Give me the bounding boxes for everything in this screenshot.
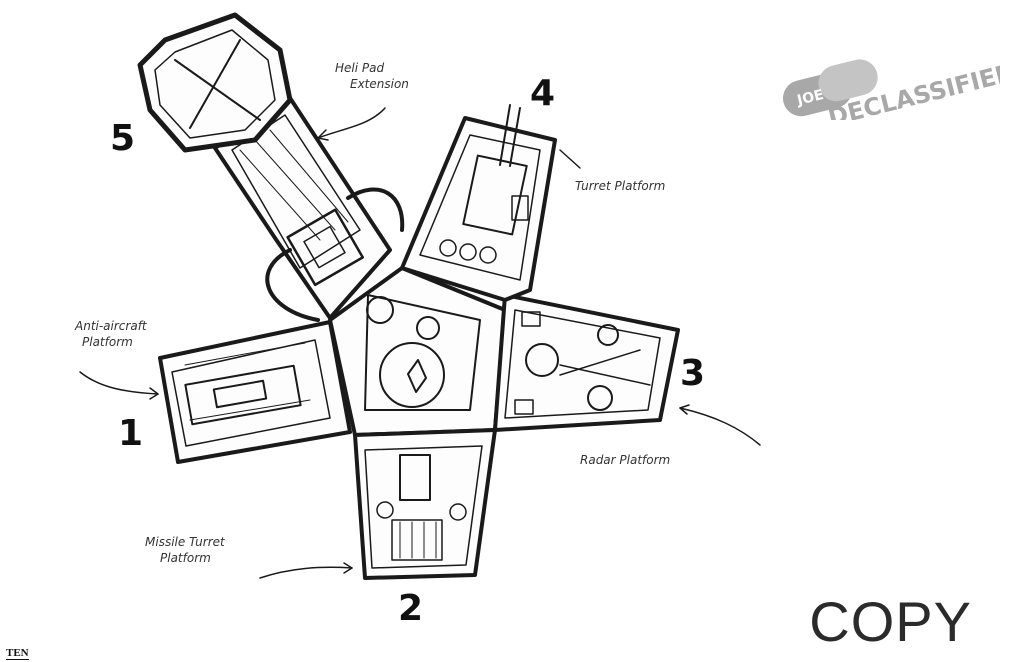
handwritten-labels: Heli Pad Extension Turret Platform Anti-… xyxy=(74,61,705,629)
missile-turret-platform xyxy=(353,428,497,580)
anti-aircraft-label-line1: Anti-aircraft xyxy=(74,319,148,333)
platform-number-4: 4 xyxy=(530,73,555,114)
platform-number-3: 3 xyxy=(680,353,705,394)
joe-logo-text: JOE xyxy=(795,87,826,109)
ten-mark: TEN xyxy=(6,647,29,660)
anti-aircraft-platform xyxy=(158,320,352,464)
heli-pad-label-line2: Extension xyxy=(350,77,409,91)
heli-pad-extension xyxy=(137,12,405,322)
platform-number-5: 5 xyxy=(110,118,135,159)
missile-label-line2: Platform xyxy=(160,551,211,565)
annotation-arrows xyxy=(79,107,761,579)
radar-label: Radar Platform xyxy=(580,453,670,467)
turret-label: Turret Platform xyxy=(575,179,665,193)
platform-number-1: 1 xyxy=(118,413,143,454)
platform-number-2: 2 xyxy=(398,588,423,629)
radar-platform xyxy=(493,293,680,432)
heli-pad-label-line1: Heli Pad xyxy=(335,61,384,75)
anti-aircraft-label-line2: Platform xyxy=(82,335,133,349)
missile-label-line1: Missile Turret xyxy=(145,535,226,549)
declassified-watermark-logo: JOE DECLASSIFIED xyxy=(782,58,1000,120)
turret-platform xyxy=(400,104,557,302)
copy-stamp: COPY xyxy=(809,590,972,653)
